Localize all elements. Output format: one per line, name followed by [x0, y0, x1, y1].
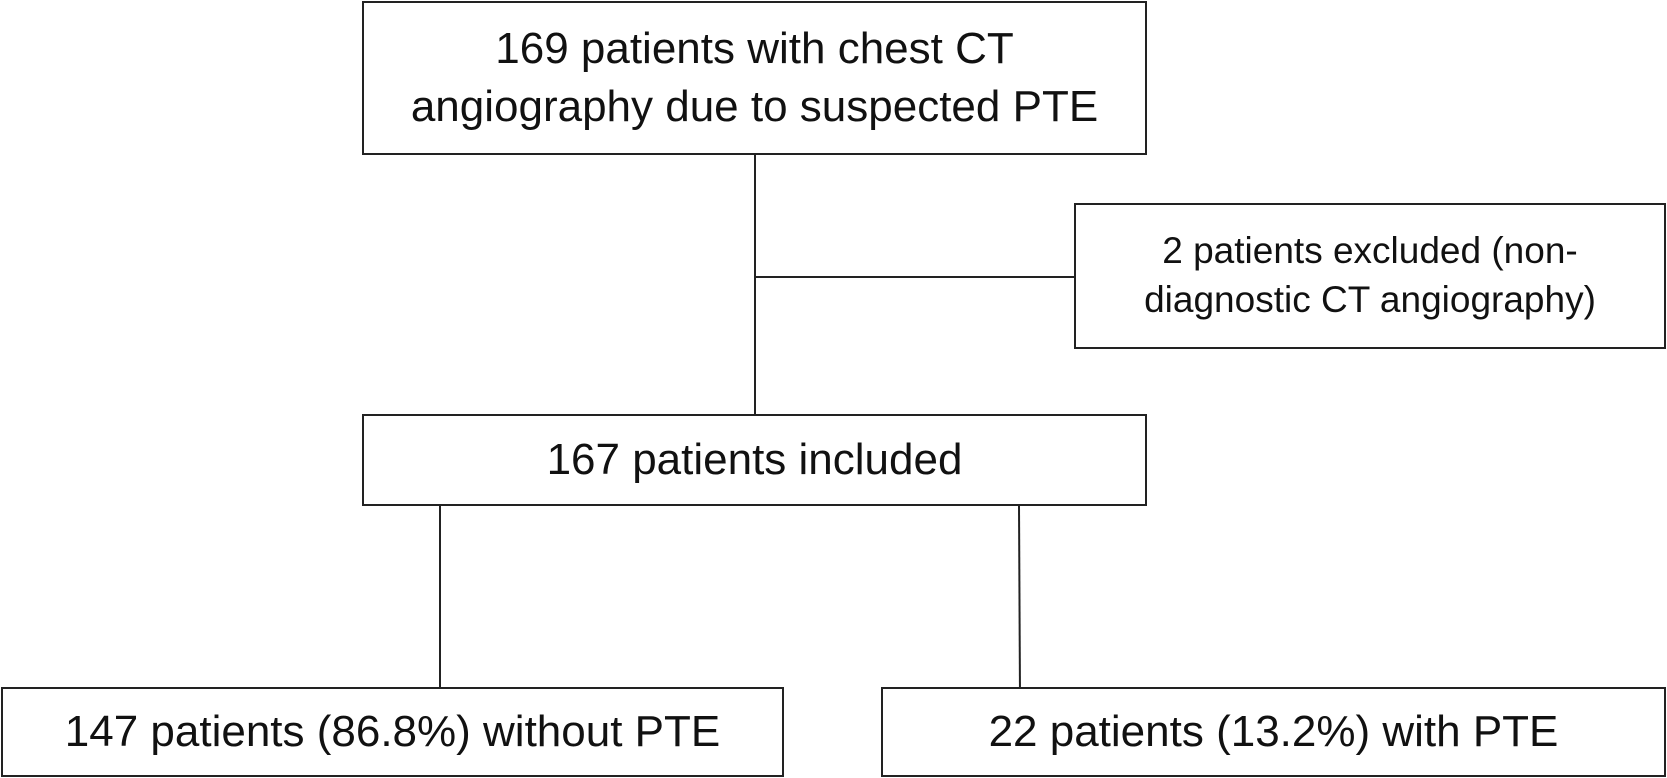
without-pte-box: 147 patients (86.8%) without PTE [1, 687, 784, 777]
connector-to-excluded [755, 276, 1074, 278]
with-pte-box: 22 patients (13.2%) with PTE [881, 687, 1666, 777]
start-box-line-2: angiography due to suspected PTE [410, 82, 1099, 131]
without-pte-box-label: 147 patients (86.8%) without PTE [64, 706, 721, 756]
included-box: 167 patients included [362, 414, 1147, 506]
with-pte-box-label: 22 patients (13.2%) with PTE [988, 706, 1559, 756]
connector-included-to-with-pte [1018, 505, 1021, 688]
included-box-label: 167 patients included [546, 434, 963, 484]
connector-start-to-included [754, 155, 756, 414]
excluded-box-line-2: diagnostic CT angiography) [1144, 279, 1596, 320]
connector-included-to-without-pte [439, 506, 441, 687]
excluded-box: 2 patients excluded (non- diagnostic CT … [1074, 203, 1666, 349]
start-box: 169 patients with chest CT angiography d… [362, 1, 1147, 155]
start-box-line-1: 169 patients with chest CT [495, 23, 1014, 73]
excluded-box-line-1: 2 patients excluded (non- [1162, 230, 1578, 272]
